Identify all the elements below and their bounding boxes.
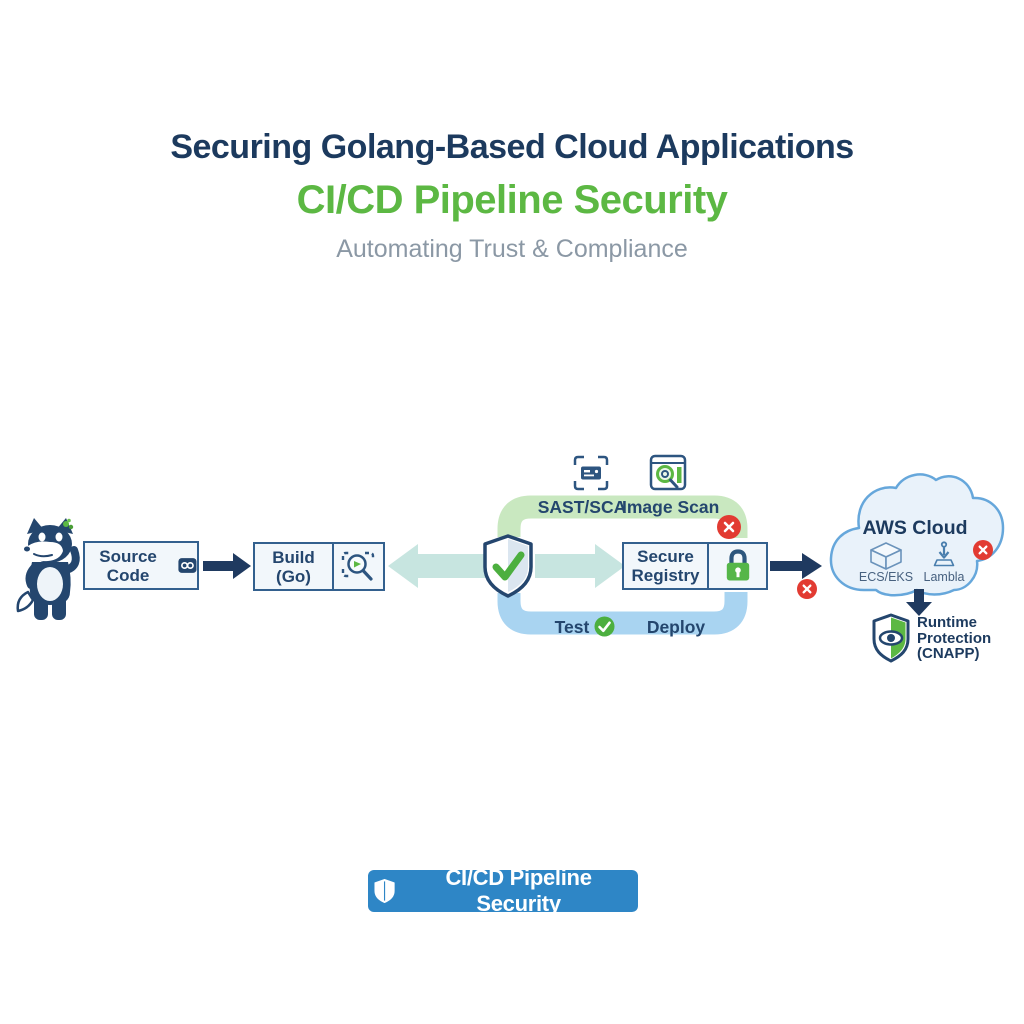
test-check-badge	[594, 616, 615, 637]
red-x-badge-scan	[717, 515, 741, 539]
green-check-circle-icon	[594, 616, 615, 637]
gopher-mascot	[14, 518, 86, 622]
shield-checkmark-icon	[483, 534, 533, 598]
image-scan-icon	[649, 454, 687, 491]
registry-label-line2: Registry	[631, 566, 700, 585]
x-icon	[802, 584, 812, 594]
ecs-eks-label: ECS/EKS	[858, 570, 914, 584]
green-padlock-icon	[726, 549, 749, 581]
download-deploy-icon	[933, 541, 955, 567]
build-label-line2: (Go)	[276, 566, 311, 586]
x-icon	[978, 545, 988, 555]
arrow-shield-to-build	[388, 544, 502, 588]
red-x-badge-cloud	[973, 540, 993, 560]
red-x-badge-deploy	[797, 579, 817, 599]
deploy-label: Deploy	[646, 617, 706, 637]
registry-lock-cell	[707, 544, 766, 588]
registry-label-line1: Secure	[637, 547, 694, 566]
infinity-devops-icon	[178, 558, 197, 573]
source-code-box: Source Code	[83, 541, 199, 590]
arrow-source-to-build	[203, 553, 251, 579]
build-box: Build (Go)	[253, 542, 385, 591]
shield-eye-icon	[872, 613, 910, 663]
sast-scan-frame-icon	[573, 455, 609, 491]
aws-cloud-title: AWS Cloud	[862, 517, 968, 539]
test-label: Test	[554, 617, 590, 637]
registry-label-cell: Secure Registry	[624, 544, 707, 588]
page-subtitle: CI/CD Pipeline Security	[296, 178, 728, 222]
main-title: Securing Golang-Based Cloud Applications	[170, 128, 854, 166]
runtime-protection-text: Runtime Protection (CNAPP)	[917, 615, 997, 662]
runtime-line2: Protection	[917, 629, 992, 647]
arrow-shield-to-registry	[535, 544, 625, 588]
image-scan-label: Image Scan	[622, 497, 720, 517]
arrow-cloud-to-runtime	[906, 589, 932, 616]
lambda-label: Lambla	[923, 570, 965, 584]
sast-label: SAST/SCA	[537, 497, 627, 517]
cube-3d-icon	[870, 542, 902, 570]
code-scan-magnifier-icon	[341, 551, 374, 581]
build-label-cell: Build (Go)	[255, 544, 332, 589]
runtime-line3: (CNAPP)	[917, 645, 980, 662]
footer-button-label: CI/CD Pipeline Security	[445, 865, 592, 916]
gopher-mascot-icon	[16, 518, 80, 620]
tagline: Automating Trust & Compliance	[336, 235, 688, 263]
aws-cloud-shape	[829, 473, 1005, 597]
arrow-registry-to-cloud	[770, 553, 822, 579]
white-shield-icon	[374, 879, 395, 903]
loop-blue-band	[497, 592, 748, 635]
runtime-line1: Runtime	[917, 614, 977, 631]
build-label-line1: Build	[272, 547, 315, 567]
source-code-label: Source Code	[99, 546, 157, 585]
x-icon	[723, 521, 735, 533]
build-icon-cell	[332, 544, 383, 589]
cicd-pipeline-security-button[interactable]: CI/CD Pipeline Security	[368, 865, 638, 916]
secure-registry-box: Secure Registry	[622, 542, 768, 590]
